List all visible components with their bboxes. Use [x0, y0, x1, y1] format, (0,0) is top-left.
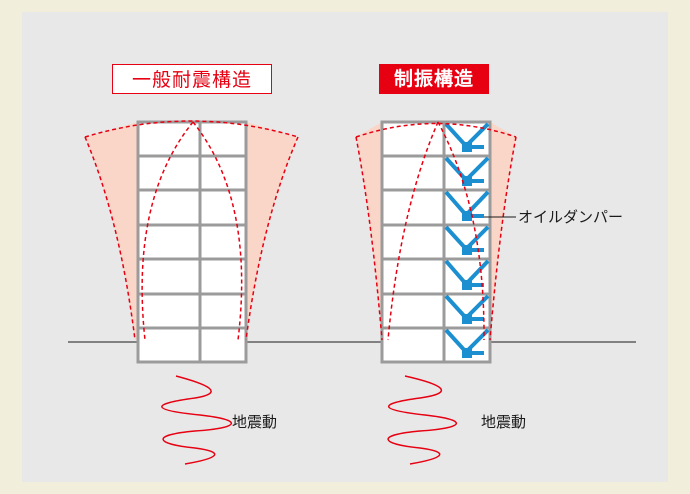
deformation-outer [84, 136, 136, 341]
damped-building [355, 120, 517, 364]
ground-motion-label-right: 地震動 [481, 413, 527, 431]
sway-area-left [85, 122, 138, 340]
conventional-structure-label: 一般耐震構造 [112, 64, 272, 94]
sway-area-right-building [356, 122, 382, 340]
ground-wave-right [387, 375, 457, 465]
ground-motion-label-left: 地震動 [232, 413, 278, 431]
sway-area-right [246, 122, 298, 340]
building-frame [136, 120, 248, 364]
ground-wave-left [161, 375, 232, 465]
damped-structure-label: 制振構造 [379, 64, 489, 94]
conventional-building [84, 120, 299, 364]
oil-damper-label: オイルダンパー [518, 208, 624, 226]
